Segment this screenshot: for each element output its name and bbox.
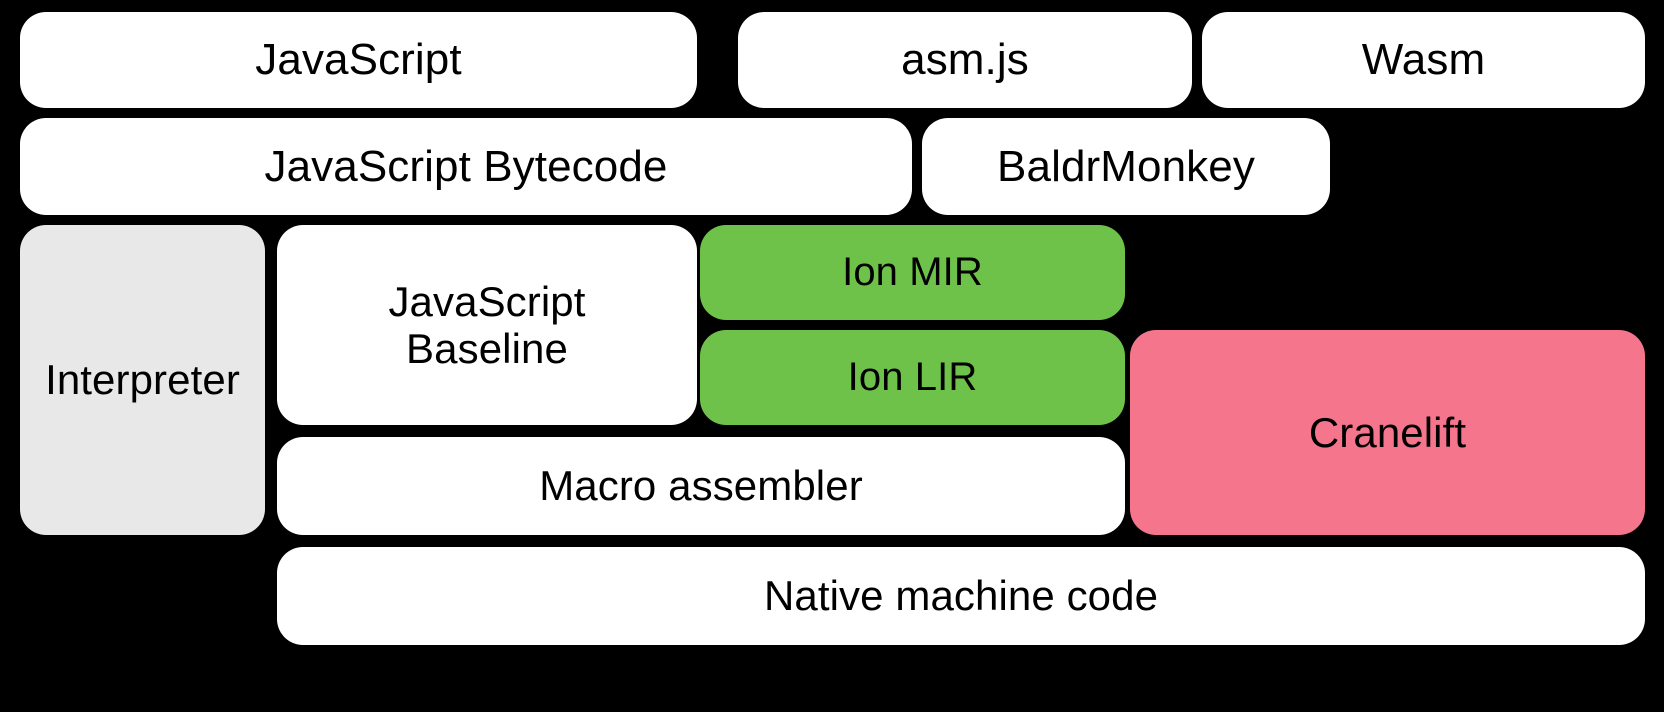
node-asm-js: asm.js (738, 12, 1192, 108)
node-label-javascript-baseline: JavaScript Baseline (388, 277, 586, 372)
node-label-javascript-bytecode: JavaScript Bytecode (264, 141, 668, 191)
node-label-asm-js: asm.js (901, 35, 1029, 85)
node-baldrmonkey: BaldrMonkey (922, 118, 1330, 215)
node-javascript: JavaScript (20, 12, 697, 108)
node-label-baldrmonkey: BaldrMonkey (997, 141, 1255, 191)
node-label-interpreter: Interpreter (45, 356, 240, 404)
node-label-ion-mir: Ion MIR (842, 250, 983, 295)
node-native-machine-code: Native machine code (277, 547, 1645, 645)
node-label-wasm: Wasm (1361, 35, 1486, 85)
node-label-native-machine-code: Native machine code (763, 572, 1159, 620)
node-label-cranelift: Cranelift (1308, 408, 1467, 456)
node-ion-mir: Ion MIR (700, 225, 1125, 320)
node-label-ion-lir: Ion LIR (847, 355, 978, 400)
node-label-macro-assembler: Macro assembler (539, 462, 863, 510)
node-wasm: Wasm (1202, 12, 1645, 108)
node-label-javascript: JavaScript (255, 35, 462, 85)
node-interpreter: Interpreter (20, 225, 265, 535)
node-macro-assembler: Macro assembler (277, 437, 1125, 535)
node-javascript-bytecode: JavaScript Bytecode (20, 118, 912, 215)
node-javascript-baseline: JavaScript Baseline (277, 225, 697, 425)
node-cranelift: Cranelift (1130, 330, 1645, 535)
node-ion-lir: Ion LIR (700, 330, 1125, 425)
